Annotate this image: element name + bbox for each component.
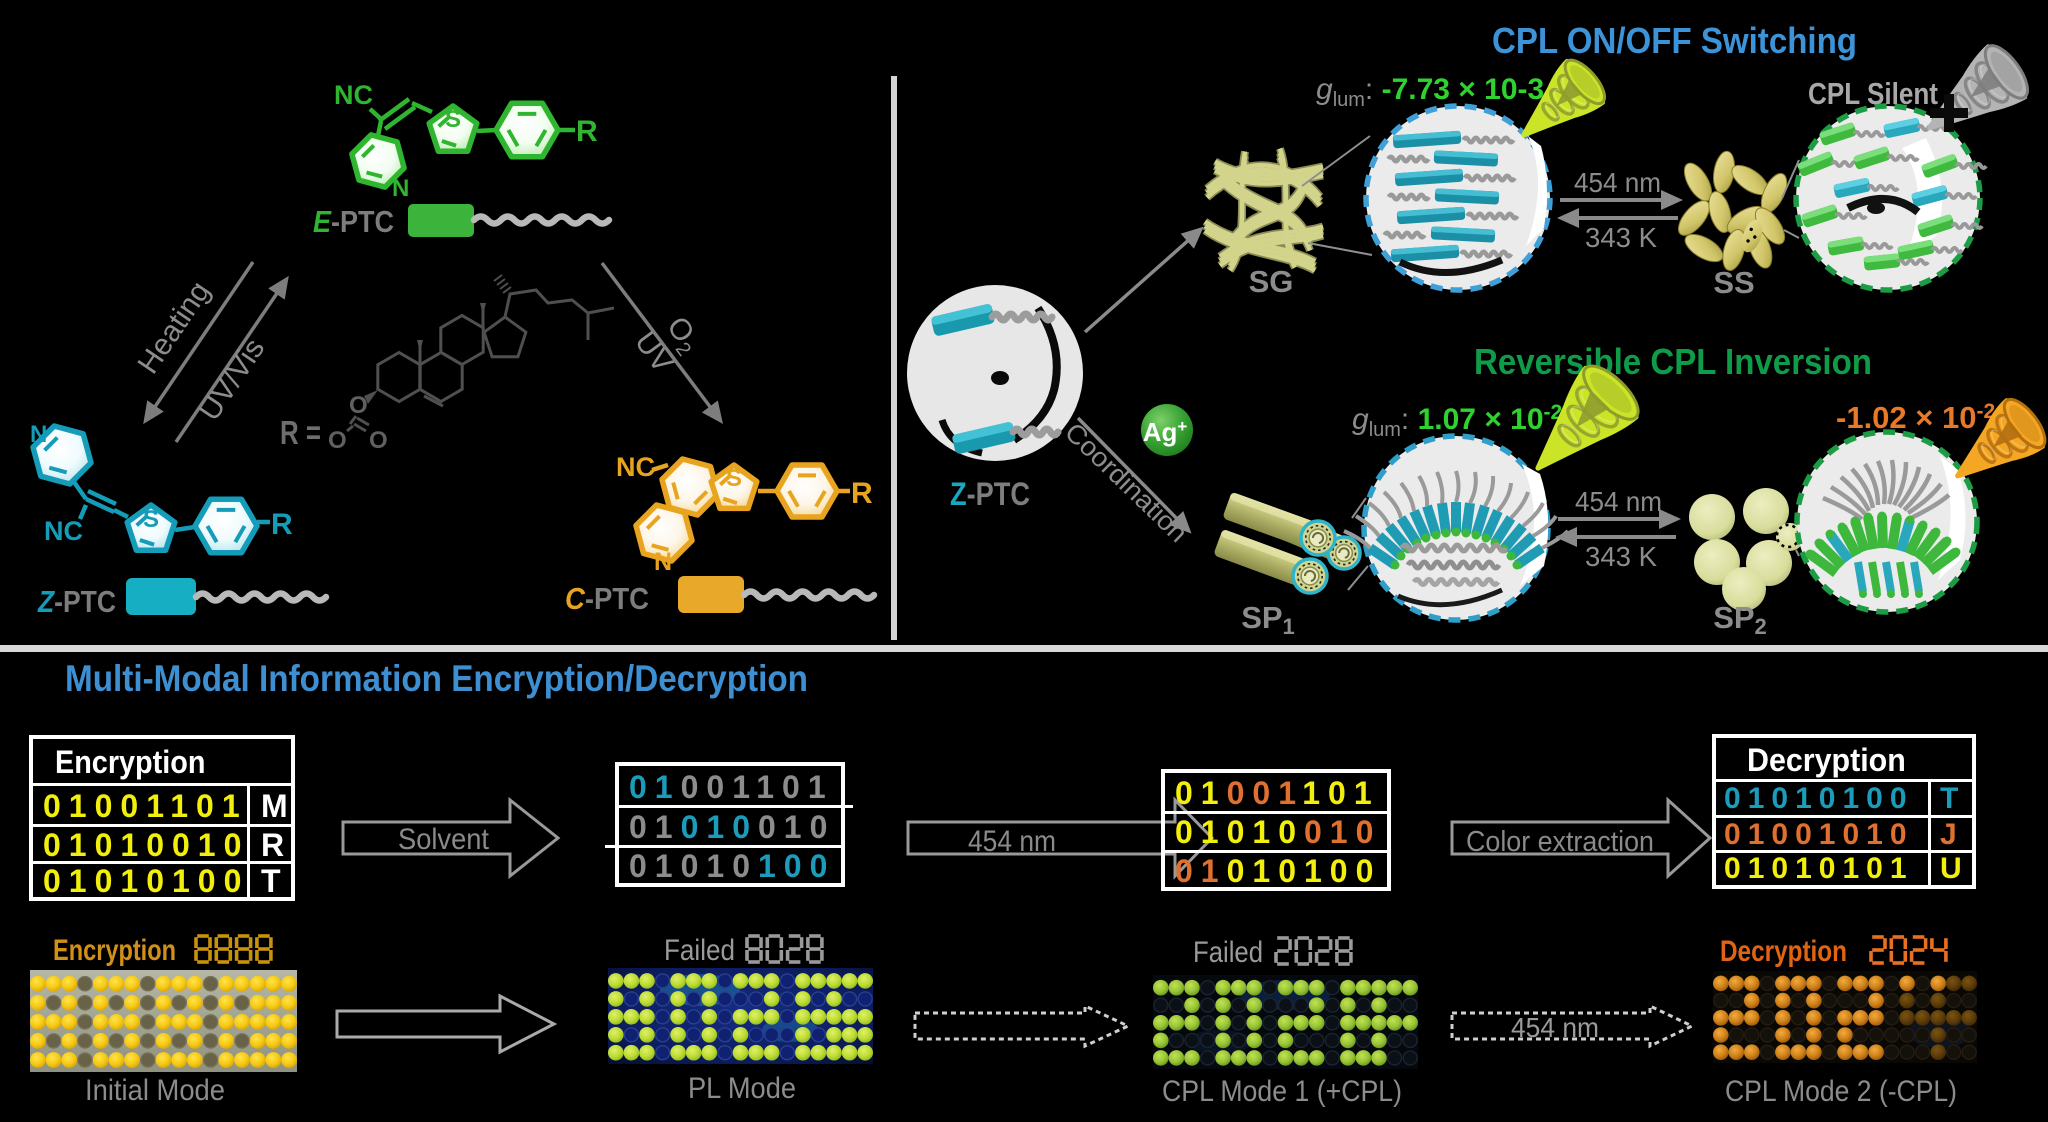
- svg-text:PL Mode: PL Mode: [688, 1072, 796, 1105]
- svg-text:S: S: [726, 465, 742, 492]
- svg-text:Z-PTC: Z-PTC: [950, 476, 1030, 512]
- svg-text:NC: NC: [334, 80, 373, 110]
- svg-text:CPL Mode 1 (+CPL): CPL Mode 1 (+CPL): [1162, 1075, 1402, 1108]
- svg-text:R =: R =: [280, 414, 321, 451]
- svg-text:454 nm: 454 nm: [1511, 1012, 1599, 1043]
- svg-text:CPL Mode 2 (-CPL): CPL Mode 2 (-CPL): [1725, 1075, 1957, 1108]
- svg-text:Solvent: Solvent: [398, 823, 490, 856]
- svg-text:R: R: [851, 477, 873, 510]
- svg-text:O: O: [349, 392, 368, 419]
- svg-text:S: S: [445, 106, 461, 133]
- svg-text:glum: -7.73 × 10-3: glum: -7.73 × 10-3: [1316, 73, 1544, 111]
- svg-text:CPL Silent: CPL Silent: [1808, 76, 1938, 111]
- svg-text:NC: NC: [44, 516, 83, 546]
- svg-text:454 nm: 454 nm: [968, 825, 1056, 858]
- svg-text:343 K: 343 K: [1585, 541, 1657, 572]
- svg-text:O: O: [369, 427, 388, 454]
- svg-text:454 nm: 454 nm: [1575, 486, 1662, 517]
- svg-text:O: O: [328, 427, 347, 454]
- svg-text:N: N: [30, 421, 47, 448]
- svg-text:Initial Mode: Initial Mode: [85, 1074, 225, 1107]
- svg-text:Decryption: Decryption: [1720, 935, 1847, 968]
- svg-text:SG: SG: [1249, 264, 1294, 299]
- svg-text:Color extraction: Color extraction: [1466, 826, 1654, 858]
- svg-text:N: N: [392, 175, 409, 202]
- svg-text:SS: SS: [1713, 265, 1754, 300]
- svg-text:-1.02 × 10-2: -1.02 × 10-2: [1836, 400, 1995, 435]
- svg-text:S: S: [143, 506, 159, 533]
- svg-text:454 nm: 454 nm: [1574, 167, 1661, 198]
- svg-text:R: R: [271, 508, 293, 541]
- svg-text:NC: NC: [616, 452, 655, 482]
- svg-text:343 K: 343 K: [1585, 222, 1657, 253]
- svg-text:Reversible CPL Inversion: Reversible CPL Inversion: [1474, 341, 1872, 382]
- svg-text:N: N: [654, 548, 672, 576]
- svg-text:C-PTC: C-PTC: [565, 581, 649, 616]
- svg-text:Multi-Modal Information Encryp: Multi-Modal Information Encryption/Decry…: [65, 658, 808, 699]
- svg-text:Failed: Failed: [1193, 936, 1263, 969]
- svg-text:R: R: [576, 115, 598, 148]
- svg-text:E-PTC: E-PTC: [313, 204, 394, 239]
- svg-text:Z-PTC: Z-PTC: [37, 584, 116, 619]
- svg-text:glum: 1.07 × 10-2: glum: 1.07 × 10-2: [1352, 401, 1562, 441]
- svg-text:Encryption: Encryption: [53, 934, 176, 967]
- svg-text:CPL ON/OFF Switching: CPL ON/OFF Switching: [1492, 20, 1857, 61]
- svg-text:Failed: Failed: [664, 934, 735, 967]
